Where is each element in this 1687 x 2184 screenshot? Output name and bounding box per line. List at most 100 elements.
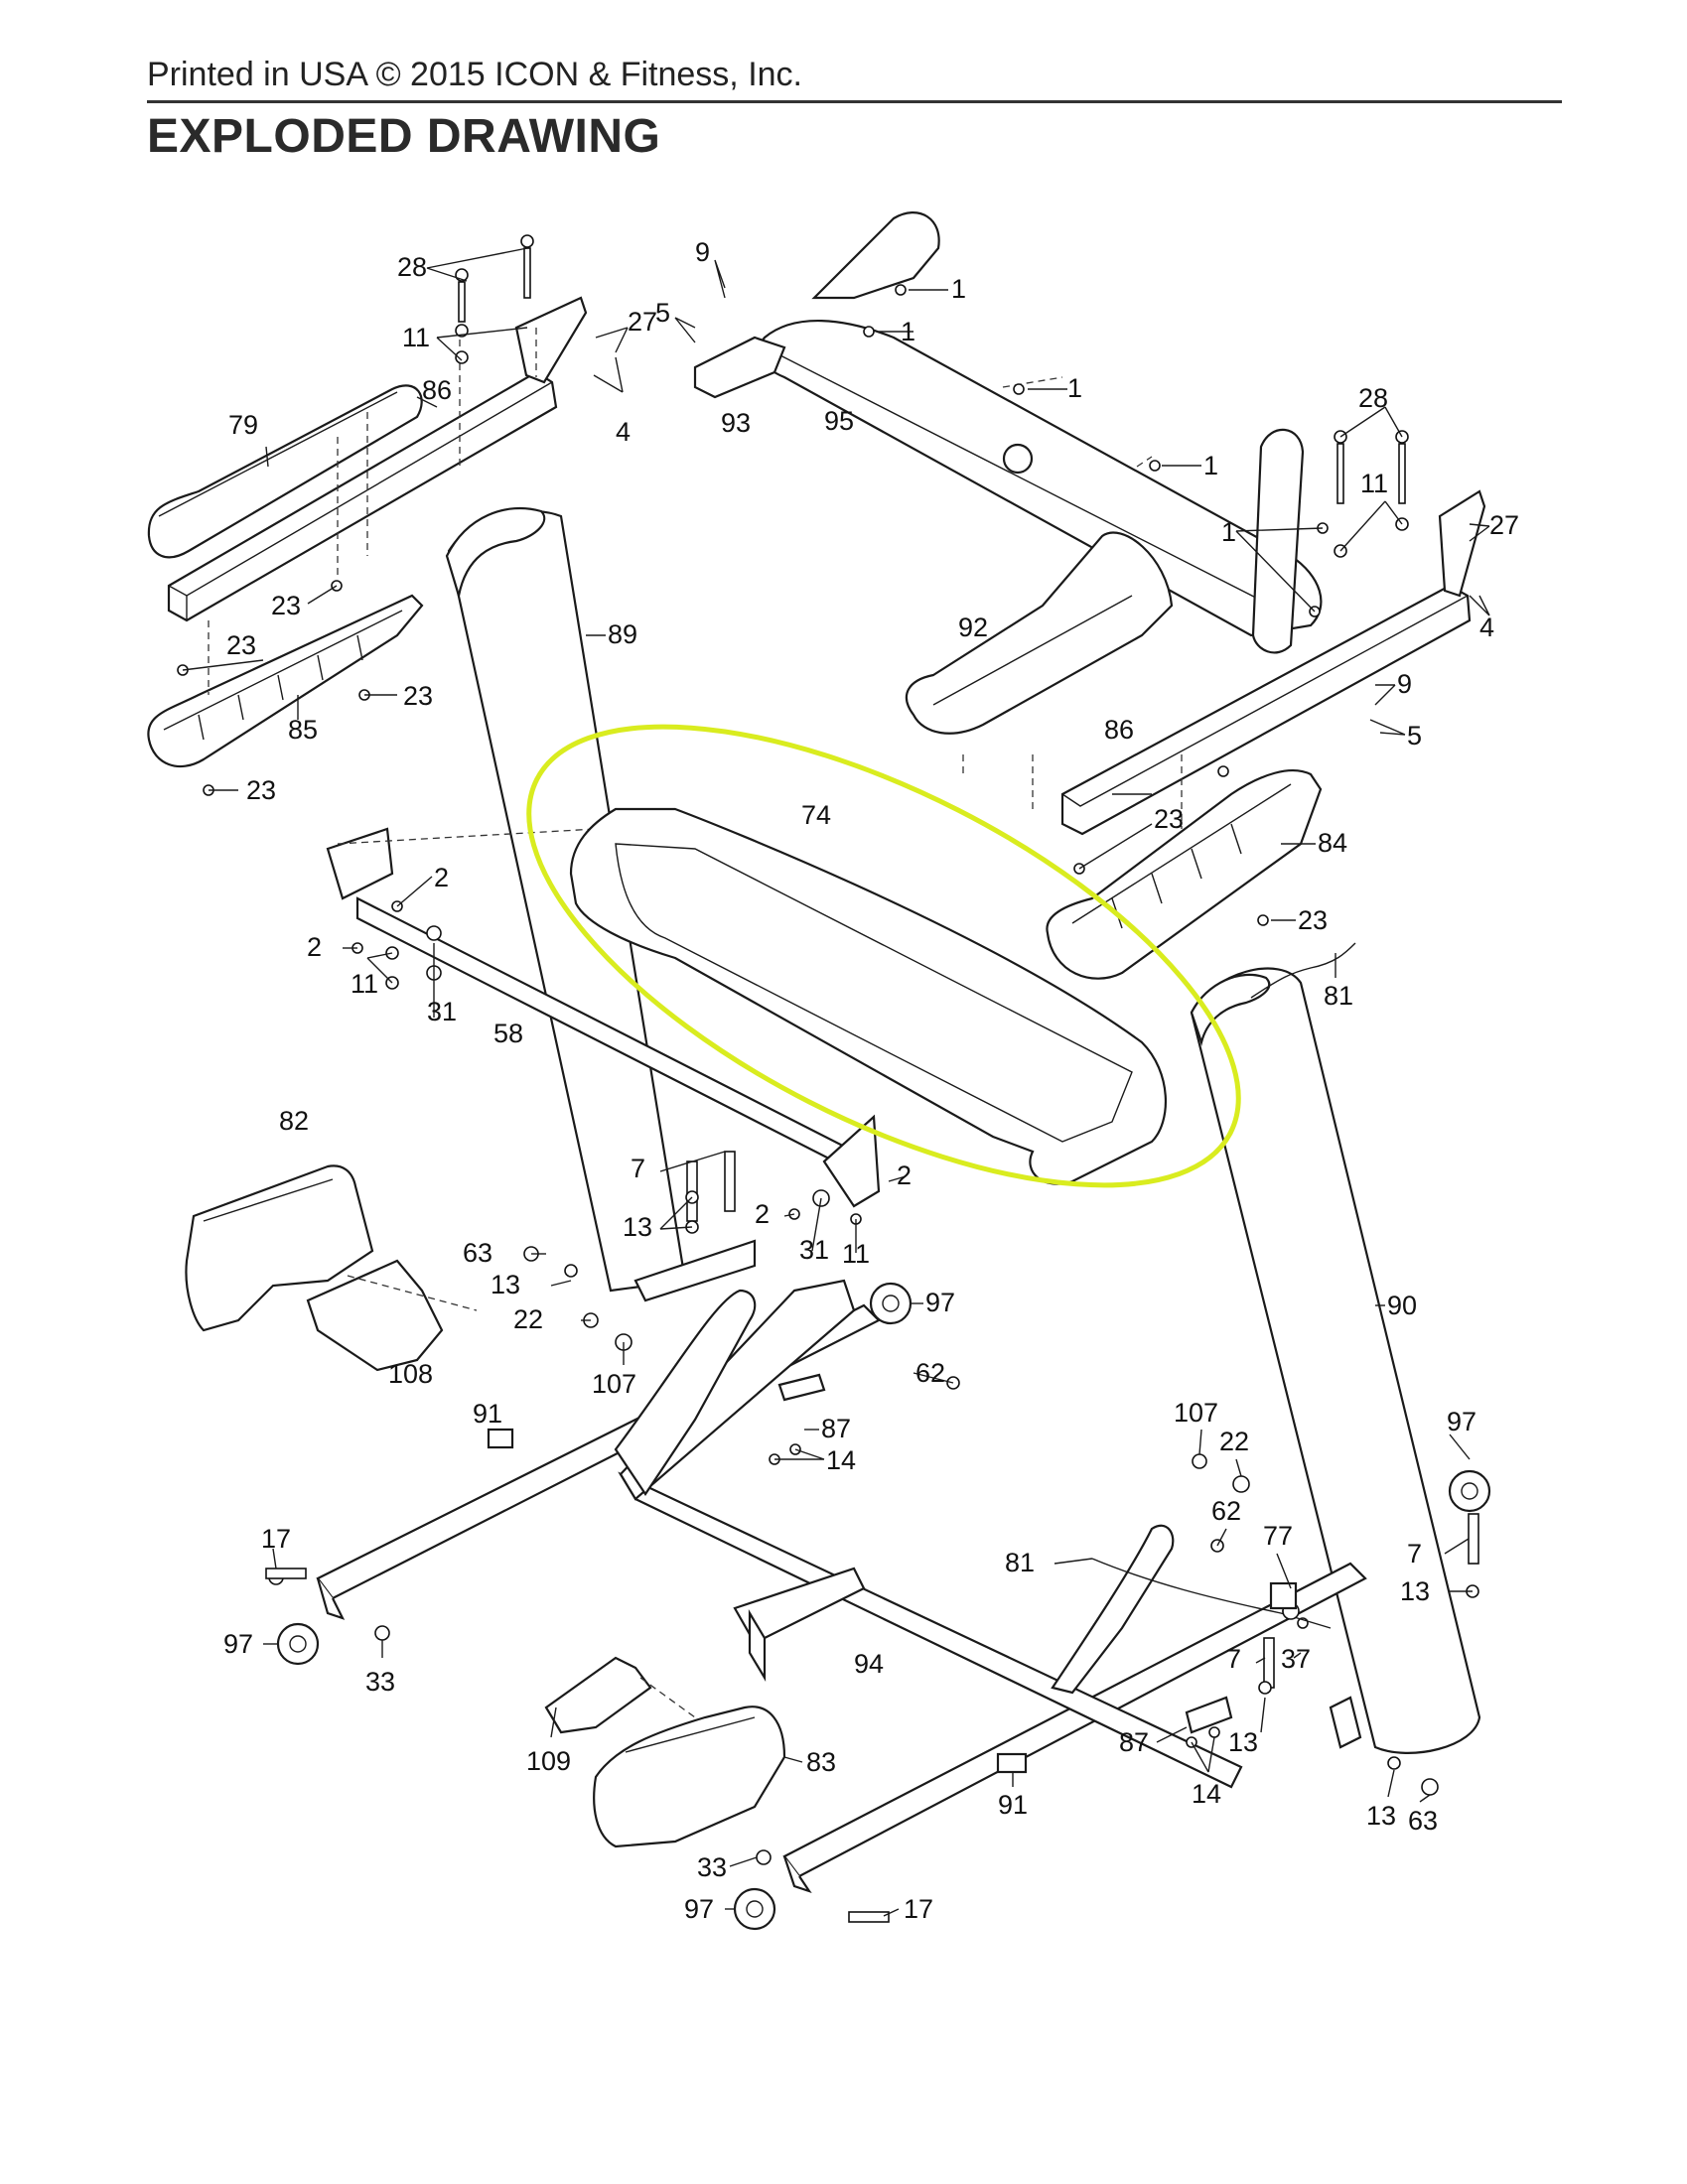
callout-label: 13: [1366, 1801, 1396, 1831]
callout-label: 23: [1154, 804, 1184, 834]
callout-label: 97: [223, 1629, 253, 1659]
callout-label: 14: [1192, 1779, 1221, 1809]
part-90-upright-right: [1190, 967, 1481, 1754]
callout-label: 11: [1360, 469, 1388, 498]
part-58-crossbar: [326, 827, 881, 1208]
callout-label: 4: [1479, 613, 1494, 642]
callout-label: 11: [402, 323, 430, 352]
callout-label: 17: [261, 1524, 291, 1554]
part-95-handlebar: [693, 211, 1323, 654]
part-97-wheel: [733, 1887, 776, 1931]
callout-label: 5: [1407, 721, 1422, 751]
callout-label: 5: [655, 298, 670, 328]
callout-label: 83: [806, 1747, 836, 1777]
callout-label: 27: [1489, 510, 1519, 540]
callout-label: 33: [365, 1667, 395, 1697]
part-79-pad: [147, 384, 423, 559]
callout-label: 63: [1408, 1806, 1438, 1836]
callout-label: 1: [1203, 451, 1218, 480]
callout-label: 63: [463, 1238, 492, 1268]
callout-label: 33: [697, 1852, 727, 1882]
part-92-pad: [905, 531, 1174, 735]
callout-label: 79: [228, 410, 258, 440]
callout-label: 90: [1387, 1291, 1417, 1320]
part-85-cover-left: [147, 594, 424, 768]
callout-label: 31: [427, 997, 457, 1026]
callout-label: 97: [925, 1288, 955, 1317]
callout-label: 85: [288, 715, 318, 745]
callout-label: 94: [854, 1649, 884, 1679]
callout-label: 9: [695, 237, 710, 267]
callout-label: 13: [1228, 1727, 1258, 1757]
header-rule: [147, 100, 1562, 103]
callout-label: 9: [1397, 669, 1412, 699]
callout-label: 22: [513, 1304, 543, 1334]
highlight-ellipse: [526, 724, 1241, 1188]
callout-label: 109: [526, 1746, 571, 1776]
callout-label: 37: [1281, 1644, 1311, 1674]
part-97-wheel: [1448, 1469, 1491, 1513]
callout-label: 84: [1318, 828, 1347, 858]
callout-label: 91: [473, 1399, 502, 1429]
callout-label: 23: [1298, 905, 1328, 935]
callout-label: 1: [1221, 517, 1236, 547]
shrouds: [185, 1164, 786, 1848]
callout-label: 89: [608, 619, 637, 649]
callout-label: 91: [998, 1790, 1028, 1820]
callout-label: 82: [279, 1106, 309, 1136]
part-82-shroud: [185, 1164, 374, 1332]
callout-label: 107: [1174, 1398, 1218, 1428]
callout-label: 97: [1447, 1407, 1476, 1436]
callout-label: 107: [592, 1369, 636, 1399]
callout-label: 2: [434, 863, 449, 892]
right-handrail-assembly: [962, 489, 1486, 980]
callout-label: 13: [1400, 1576, 1430, 1606]
callout-label: 2: [307, 932, 322, 962]
part-97-wheel: [276, 1622, 320, 1666]
leader-lines: [182, 247, 1490, 1917]
callout-label: 23: [246, 775, 276, 805]
callout-label: 97: [684, 1894, 714, 1924]
callout-label: 28: [1358, 383, 1388, 413]
callout-label: 87: [821, 1414, 851, 1443]
callout-label: 74: [801, 800, 831, 830]
part-89-upright-left: [445, 506, 687, 1293]
callout-labels: 28 11 27 4 86 79 23 23 23 85 23 89 9 5 1…: [223, 237, 1519, 1924]
page-title: EXPLODED DRAWING: [147, 110, 661, 163]
left-handrail-assembly: [147, 296, 588, 768]
base-frame: [316, 1239, 1367, 1894]
callout-label: 7: [1407, 1539, 1422, 1569]
part-108-shroud: [306, 1259, 444, 1372]
callout-label: 4: [616, 417, 631, 447]
callout-label: 13: [491, 1270, 520, 1299]
callout-label: 108: [388, 1359, 433, 1389]
part-74-tray: [569, 807, 1168, 1185]
callout-label: 87: [1119, 1727, 1149, 1757]
callout-label: 81: [1324, 981, 1353, 1011]
part-109-shroud: [544, 1656, 652, 1734]
callout-label: 86: [1104, 715, 1134, 745]
callout-label: 17: [904, 1894, 933, 1924]
callout-label: 23: [403, 681, 433, 711]
callout-label: 28: [397, 252, 427, 282]
callout-label: 31: [799, 1235, 829, 1265]
callout-label: 23: [226, 630, 256, 660]
print-note: Printed in USA © 2015 ICON & Fitness, In…: [147, 56, 802, 93]
callout-label: 7: [1226, 1644, 1241, 1674]
part-84-cover-right: [1046, 769, 1323, 980]
callout-label: 27: [628, 307, 657, 337]
part-97-wheel: [869, 1282, 913, 1325]
callout-label: 1: [1067, 373, 1082, 403]
callout-label: 11: [842, 1239, 870, 1269]
callout-label: 23: [271, 591, 301, 620]
callout-label: 62: [1211, 1496, 1241, 1526]
callout-label: 1: [951, 274, 966, 304]
callout-label: 2: [897, 1160, 912, 1190]
wheels: [276, 1282, 1491, 1931]
callout-label: 92: [958, 613, 988, 642]
part-83-shroud: [593, 1706, 786, 1848]
callout-label: 62: [915, 1358, 945, 1388]
callout-label: 2: [755, 1199, 770, 1229]
callout-label: 22: [1219, 1427, 1249, 1456]
callout-label: 1: [901, 317, 915, 346]
